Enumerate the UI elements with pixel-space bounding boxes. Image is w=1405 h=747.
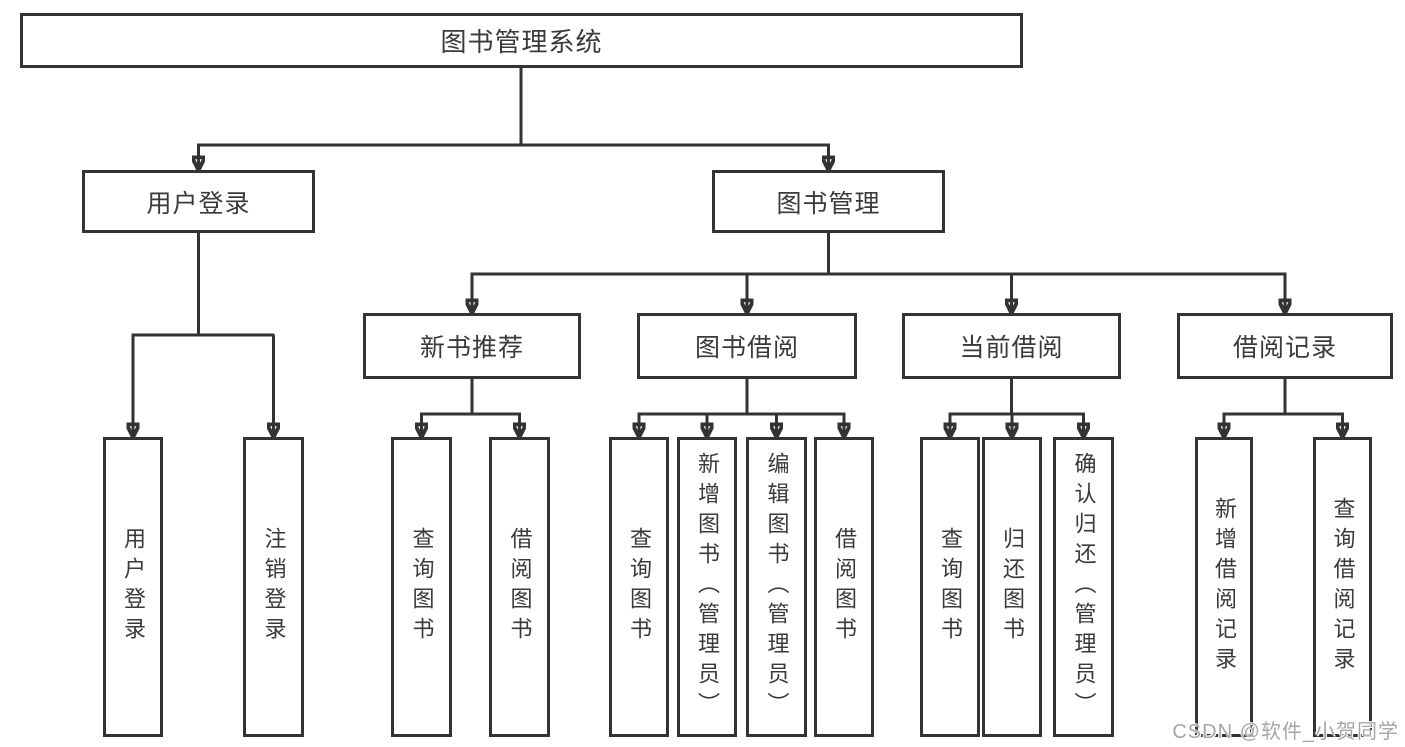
node-leaf-return-books: 归还图书	[982, 437, 1042, 737]
connector-new-book-split	[420, 379, 521, 416]
node-leaf-confirm-return-admin: 确认归还（管理员）	[1053, 437, 1114, 737]
node-leaf-query-borrow-record: 查询借阅记录	[1313, 437, 1372, 737]
node-leaf-query-books: 查询图书	[920, 437, 980, 737]
connector-book-borrowing-split	[637, 379, 846, 416]
node-leaf-edit-books-admin: 编辑图书（管理员）	[746, 437, 807, 737]
node-user-login: 用户登录	[82, 170, 315, 233]
csdn-watermark: CSDN @软件_小贺同学	[1172, 721, 1399, 743]
node-leaf-add-borrow-record: 新增借阅记录	[1195, 437, 1253, 737]
node-leaf-add-books-admin: 新增图书（管理员）	[677, 437, 737, 737]
connector-user-login-split	[131, 233, 275, 337]
node-borrowing-records: 借阅记录	[1177, 313, 1393, 379]
connector-borrowing-records-split	[1222, 379, 1344, 416]
connector-book-management-split	[470, 233, 1287, 276]
node-leaf-logout: 注销登录	[243, 437, 304, 737]
node-book-borrowing: 图书借阅	[637, 313, 857, 379]
node-library-management-system: 图书管理系统	[20, 13, 1023, 68]
node-leaf-user-login: 用户登录	[103, 437, 163, 737]
connector-root-split	[197, 68, 830, 147]
node-leaf-query-books: 查询图书	[609, 437, 669, 737]
node-new-book-recommend: 新书推荐	[363, 313, 581, 379]
node-leaf-query-books: 查询图书	[391, 437, 452, 737]
node-leaf-borrow-books: 借阅图书	[814, 437, 874, 737]
node-book-management: 图书管理	[712, 170, 945, 233]
connector-current-borrowing-split	[948, 379, 1085, 416]
node-current-borrowing: 当前借阅	[902, 313, 1121, 379]
node-leaf-borrow-books: 借阅图书	[489, 437, 550, 737]
